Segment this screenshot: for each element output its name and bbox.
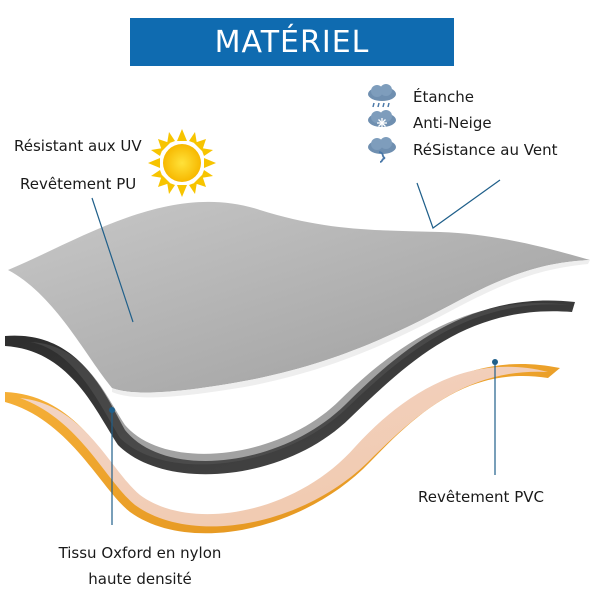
feature-label-anti-snow: Anti-Neige (413, 114, 492, 132)
label-oxford-line2: haute densité (88, 570, 192, 588)
callout-dots (109, 359, 498, 413)
label-oxford-line1: Tissu Oxford en nylon (58, 544, 222, 562)
feature-label-waterproof: Étanche (413, 88, 475, 106)
label-pu-coating: Revêtement PU (20, 175, 137, 193)
label-uv-resistant: Résistant aux UV (14, 137, 142, 155)
sun-icon (148, 129, 216, 197)
label-pvc-coating: Revêtement PVC (418, 488, 544, 506)
feature-waterproof: Étanche (365, 84, 474, 110)
callout-line-weather (416, 179, 501, 229)
feature-wind-resistance: RéSistance au Vent (365, 137, 558, 163)
callout-lines (91, 179, 501, 525)
pu-coated-layer (8, 201, 590, 398)
banner-title: MATÉRIEL (214, 24, 370, 60)
rain-cloud-icon (368, 84, 396, 108)
title-banner: MATÉRIEL (130, 18, 454, 66)
callout-line-pu (91, 197, 134, 323)
feature-label-wind-resistance: RéSistance au Vent (413, 141, 558, 159)
wind-cloud-icon (368, 137, 396, 163)
oxford-fabric-layer (5, 300, 575, 475)
label-oxford-fabric: Tissu Oxford en nylon haute densité (30, 540, 250, 592)
feature-anti-snow: Anti-Neige (365, 110, 492, 136)
snow-cloud-icon (368, 110, 396, 128)
pvc-layer (5, 363, 560, 534)
